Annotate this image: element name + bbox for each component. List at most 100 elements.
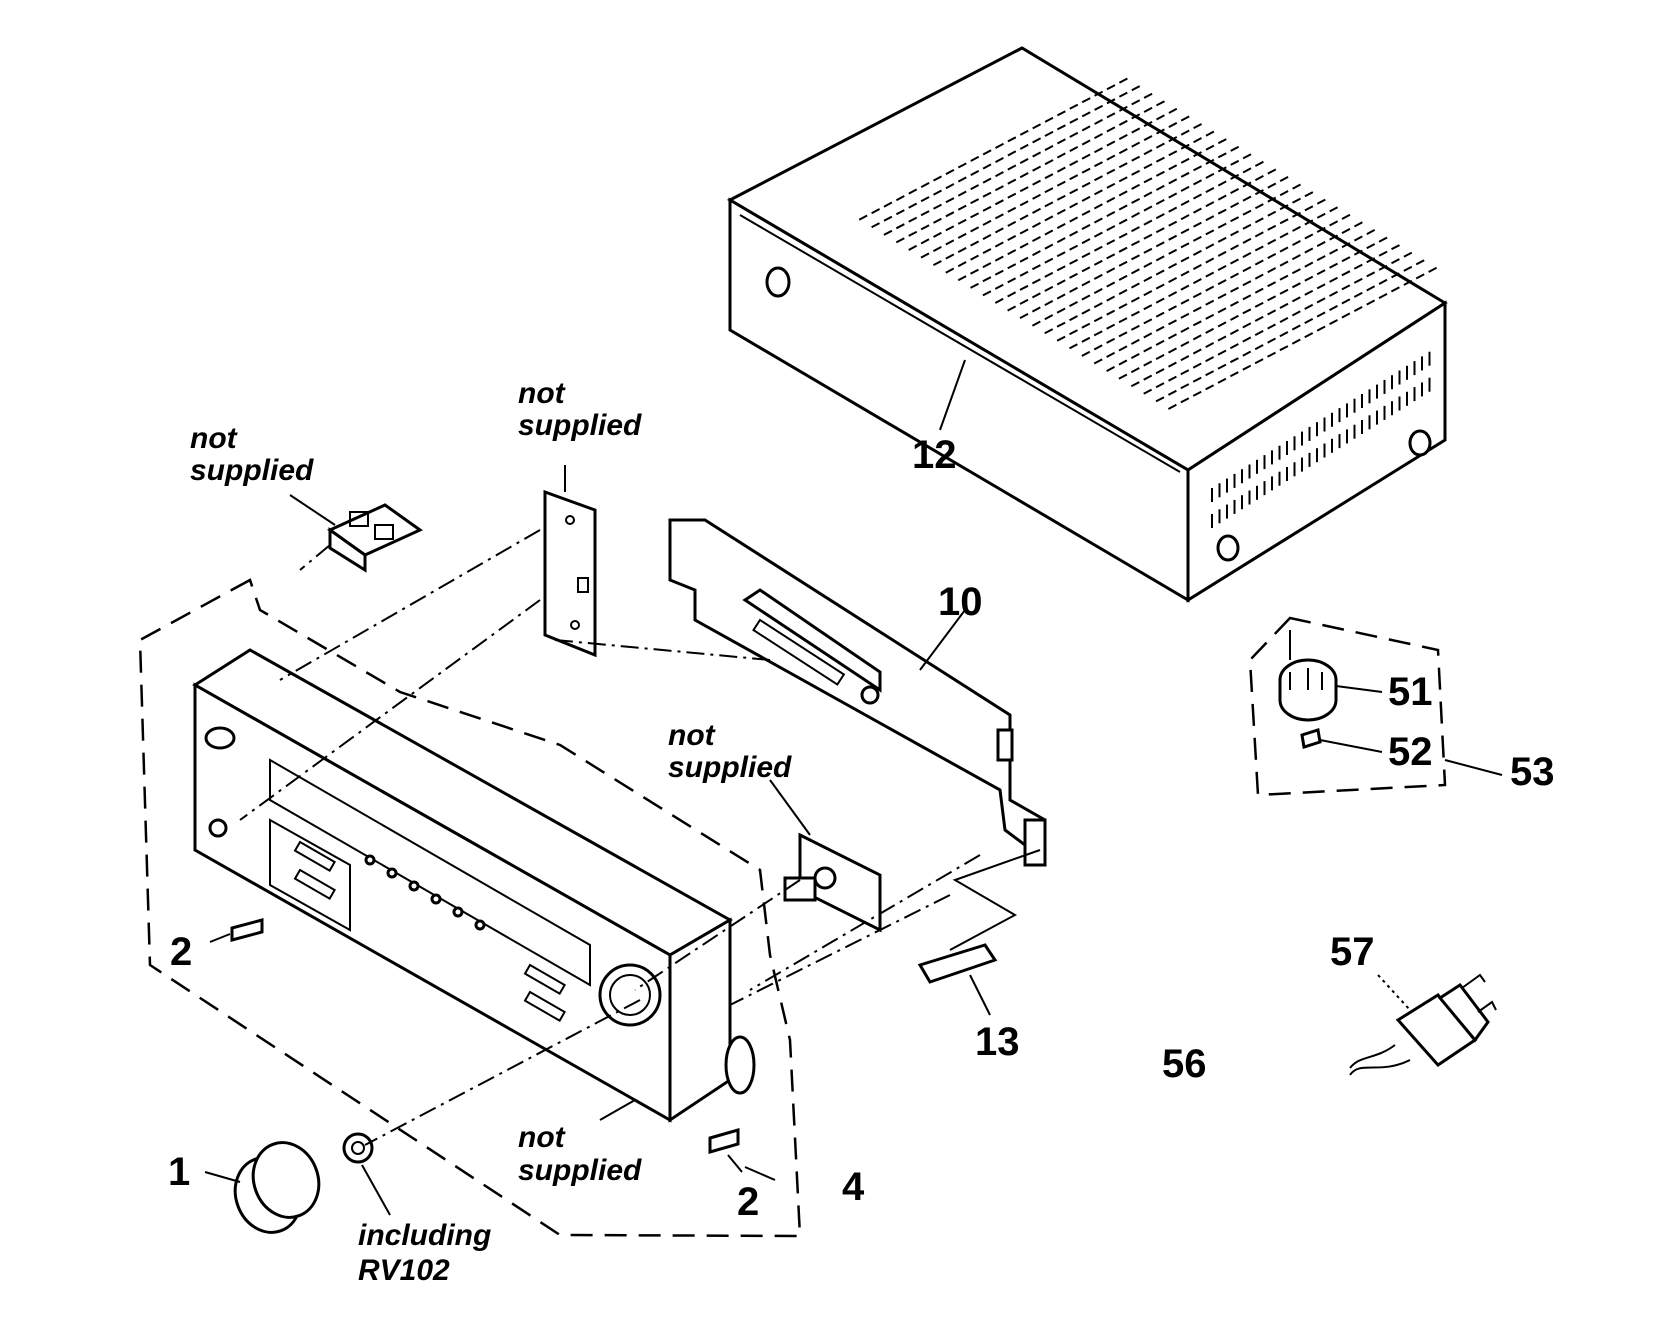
vent-slot — [1217, 265, 1227, 271]
vent-slot — [982, 219, 992, 226]
vent-slot — [1118, 274, 1128, 281]
vent-slot — [982, 276, 992, 283]
callout-2-left: 2 — [170, 930, 192, 974]
vent-slot — [1217, 208, 1227, 215]
leader-10 — [919, 609, 966, 671]
vent-slot — [1019, 214, 1029, 221]
vent-slot — [1155, 156, 1165, 163]
vent-slot — [1180, 185, 1190, 192]
vent-slot — [1131, 226, 1140, 233]
leader-note-3 — [769, 779, 811, 836]
vent-slot — [1069, 272, 1078, 279]
vent-slot — [1131, 282, 1140, 289]
vent-slot — [1031, 278, 1041, 285]
vent-slot — [1106, 239, 1116, 246]
vent-slot — [1131, 240, 1140, 247]
vent-slot — [1118, 77, 1128, 84]
vent-slot — [1267, 196, 1277, 203]
vent-slot — [1118, 162, 1128, 169]
vent-slot — [1279, 274, 1289, 281]
vent-slot — [1056, 166, 1066, 173]
vent-slot — [1316, 198, 1326, 205]
vent-slot — [1143, 219, 1153, 226]
vent-slot — [1167, 403, 1177, 410]
vent-slot — [1094, 147, 1103, 154]
vent-slot — [1180, 341, 1190, 347]
vent-slot — [1143, 106, 1153, 113]
vent-slot — [1032, 222, 1041, 228]
vent-slot — [1081, 336, 1091, 343]
vent-slot — [1143, 261, 1153, 268]
vent-slot — [1019, 158, 1029, 164]
vent-slot — [1118, 246, 1128, 253]
vent-slot — [1069, 160, 1079, 167]
vent-slot — [1143, 304, 1153, 311]
vent-slot — [1118, 204, 1128, 211]
vent-slot — [1267, 337, 1276, 344]
vent-slot — [1193, 151, 1202, 158]
vent-slot — [1032, 137, 1042, 144]
vent-slot — [1143, 374, 1153, 381]
vent-slot — [1291, 282, 1301, 289]
vent-slot — [1106, 154, 1116, 161]
vent-slot — [957, 204, 967, 211]
vent-slot — [1155, 199, 1165, 205]
vent-slot — [895, 195, 905, 202]
vent-slot — [895, 237, 905, 244]
vent-slot — [1168, 150, 1178, 157]
vent-slot — [1106, 196, 1116, 203]
vent-slot — [1254, 259, 1264, 266]
vent-slot — [1192, 278, 1202, 285]
vent-slot — [994, 283, 1004, 290]
vent-slot — [1130, 381, 1140, 388]
vent-slot — [1019, 284, 1029, 291]
vent-slot — [1230, 173, 1240, 180]
vent-slot — [1217, 250, 1227, 257]
vent-slot — [1230, 258, 1239, 265]
vent-slot — [1180, 284, 1190, 291]
vent-slot — [1180, 355, 1190, 362]
vent-slot — [1192, 249, 1202, 256]
vent-slot — [1056, 251, 1066, 258]
vent-slot — [970, 184, 980, 191]
vent-slot — [1353, 221, 1363, 228]
note-4-line1: not — [518, 1121, 567, 1154]
vent-slot — [970, 268, 979, 275]
vent-slot — [1390, 286, 1400, 293]
vent-slot — [1155, 241, 1165, 248]
vent-slot — [1192, 235, 1202, 242]
vent-slot — [1106, 126, 1116, 133]
vent-slot — [1032, 236, 1041, 242]
vertical-board — [543, 489, 597, 658]
vent-slot — [1155, 396, 1165, 403]
vent-slot — [1205, 313, 1215, 320]
vent-slot — [1403, 279, 1413, 286]
vent-slot — [1106, 168, 1116, 175]
vent-slot — [1279, 246, 1289, 253]
vent-slot — [1106, 366, 1115, 372]
vent-slot — [1007, 235, 1017, 241]
vent-slot — [1329, 206, 1339, 213]
vent-slot — [1143, 92, 1153, 99]
vent-slot — [1366, 285, 1376, 292]
vent-slot — [1106, 253, 1116, 260]
vent-slot — [1131, 183, 1141, 190]
vent-slot — [1019, 228, 1029, 235]
vent-slot — [995, 142, 1004, 149]
vent-slot — [932, 246, 942, 252]
vent-slot — [1267, 168, 1277, 175]
vent-slot — [1205, 144, 1215, 151]
volume-board — [783, 832, 882, 933]
vent-slot — [1106, 267, 1116, 274]
vent-slot — [1229, 371, 1239, 378]
vent-slot — [1093, 330, 1103, 337]
vent-slot — [1254, 344, 1264, 351]
vent-slot — [1044, 116, 1054, 123]
vent-slot — [1304, 275, 1314, 282]
top-cover — [726, 46, 1448, 603]
callout-56: 56 — [1162, 1042, 1207, 1086]
vent-slot — [1168, 347, 1177, 354]
vent-slot — [908, 188, 918, 195]
vent-slot — [1230, 159, 1240, 166]
vent-slot — [1279, 232, 1289, 239]
